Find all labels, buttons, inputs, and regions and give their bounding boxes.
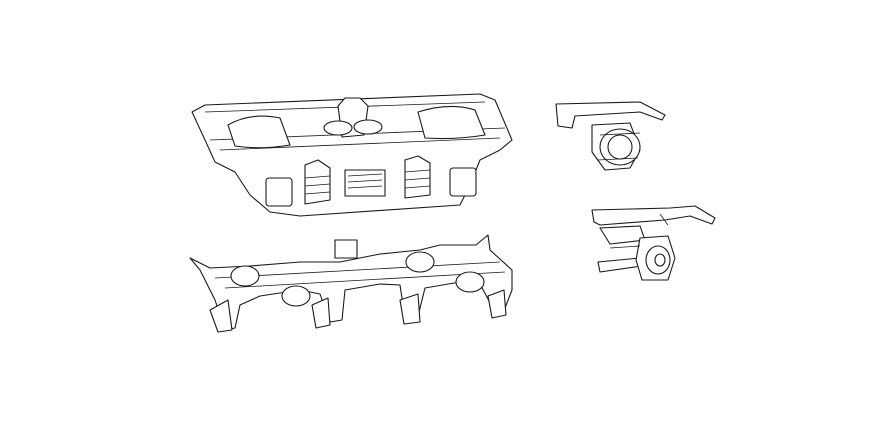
side-frame — [189, 234, 513, 333]
coupler-top — [555, 101, 666, 171]
bogie-frame — [191, 93, 513, 217]
coupler-bottom — [591, 205, 716, 281]
